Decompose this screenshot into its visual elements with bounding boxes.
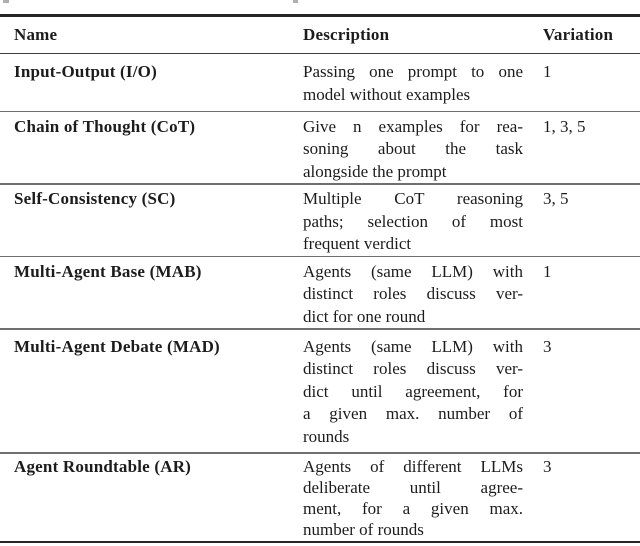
method-name: Self-Consistency (SC)	[14, 189, 176, 209]
description-line: dict until agreement, for	[303, 381, 523, 401]
method-variation: 1	[543, 261, 552, 281]
method-variation: 3	[543, 456, 552, 476]
table-row-rule	[0, 328, 640, 330]
method-variation: 1	[543, 62, 552, 82]
method-description: Multiple CoT reasoning paths; selection …	[303, 188, 523, 256]
description-line: rounds	[303, 426, 350, 446]
description-line: Agents (same LLM) with	[303, 336, 523, 356]
method-name: Chain of Thought (CoT)	[14, 116, 196, 136]
description-line: Give n examples for rea-	[303, 116, 523, 136]
table-row: Agent Roundtable (AR) Agents of differen…	[0, 454, 640, 541]
cropped-caption-fragment	[3, 0, 9, 3]
description-line: paths; selection of most	[303, 211, 523, 231]
column-header-name: Name	[14, 25, 58, 44]
description-line: Multiple CoT reasoning	[303, 189, 523, 209]
description-line: deliberate until agree-	[303, 478, 523, 497]
table-row: Chain of Thought (CoT) Give n examples f…	[0, 112, 640, 183]
method-description: Agents of different LLMs deliberate unti…	[303, 456, 523, 541]
description-line: Agents of different LLMs	[303, 456, 523, 476]
description-line: distinct roles discuss ver-	[303, 359, 523, 379]
method-name: Multi-Agent Base (MAB)	[14, 261, 202, 281]
method-description: Give n examples for rea- soning about th…	[303, 116, 523, 184]
table-row-rule	[0, 255, 640, 258]
method-variation: 3, 5	[543, 189, 569, 209]
table-header-rule	[0, 52, 640, 55]
cropped-caption-fragment	[293, 0, 298, 3]
column-header-description: Description	[303, 25, 390, 44]
description-line: dict for one round	[303, 306, 426, 326]
method-name: Agent Roundtable (AR)	[14, 456, 192, 476]
description-line: frequent verdict	[303, 234, 412, 254]
table-row-rule	[0, 452, 640, 454]
description-line: a given max. number of	[303, 404, 523, 424]
description-line: alongside the prompt	[303, 161, 447, 181]
description-line: soning about the task	[303, 139, 523, 159]
method-name: Input-Output (I/O)	[14, 62, 157, 82]
description-line: ment, for a given max.	[303, 499, 523, 519]
table-row-rule	[0, 183, 640, 185]
method-description: Passing one prompt to one model without …	[303, 61, 523, 106]
description-line: Agents (same LLM) with	[303, 261, 523, 281]
description-line: distinct roles discuss ver-	[303, 284, 523, 304]
column-header-variation: Variation	[543, 25, 614, 44]
table-bottom-rule	[0, 540, 640, 544]
method-description: Agents (same LLM) with distinct roles di…	[303, 261, 523, 329]
method-name: Multi-Agent Debate (MAD)	[14, 336, 220, 356]
table-top-rule	[0, 14, 640, 17]
description-line: Passing one prompt to one	[303, 62, 523, 82]
method-variation: 3	[543, 336, 552, 356]
method-variation: 1, 3, 5	[543, 116, 586, 136]
table-row: Self-Consistency (SC) Multiple CoT reaso…	[0, 185, 640, 256]
table-row: Multi-Agent Debate (MAD) Agents (same LL…	[0, 330, 640, 453]
table-row: Multi-Agent Base (MAB) Agents (same LLM)…	[0, 257, 640, 328]
method-description: Agents (same LLM) with distinct roles di…	[303, 336, 523, 449]
methods-table: Name Description Variation Input-Output …	[0, 14, 640, 544]
table-row: Input-Output (I/O) Passing one prompt to…	[0, 54, 640, 111]
description-line: model without examples	[303, 84, 471, 104]
table-header-row: Name Description Variation	[0, 17, 640, 53]
description-line: number of rounds	[303, 520, 424, 540]
table-row-rule	[0, 110, 640, 113]
